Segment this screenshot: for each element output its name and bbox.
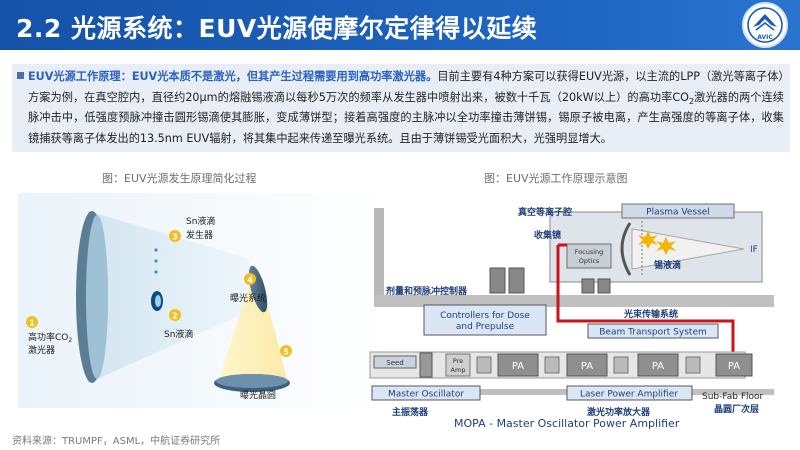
tin-pancake-highlight bbox=[155, 295, 161, 307]
tin-droplet bbox=[154, 259, 158, 263]
equipment-cabinet bbox=[489, 267, 506, 294]
subfab-cn-label: 晶圆厂次层 bbox=[714, 403, 759, 415]
seed-box bbox=[373, 355, 417, 369]
equipment-cabinet bbox=[508, 267, 525, 294]
step-number: 5 bbox=[283, 348, 289, 357]
step-number: 1 bbox=[29, 319, 35, 328]
oscillator-module bbox=[419, 352, 433, 378]
pre-amp-box bbox=[445, 353, 471, 377]
right-figure-caption: 图：EUV光源工作原理示意图 bbox=[484, 172, 628, 185]
fab-floor-slab bbox=[374, 295, 774, 307]
master-oscillator-cn-label: 主振荡器 bbox=[392, 406, 429, 418]
seed-label: Seed bbox=[386, 359, 404, 367]
sn-droplet-label: Sn液滴 bbox=[164, 328, 193, 340]
principle-body-2: 激光器的两个连续脉冲击中，低强度预脉冲撞击圆形锡滴使其膨胀，变成薄饼型；接着高强… bbox=[28, 90, 784, 145]
equipment-cabinet bbox=[581, 278, 595, 294]
focusing-optics bbox=[566, 243, 612, 269]
generator-label-2: 发生器 bbox=[186, 229, 213, 241]
pre-amp-label-2: Amp bbox=[451, 366, 466, 374]
module-connector bbox=[613, 356, 629, 374]
master-oscillator-label: Master Oscillator bbox=[388, 390, 464, 400]
step-number: 3 bbox=[172, 233, 178, 242]
plasma-vessel-label: Plasma Vessel bbox=[646, 208, 710, 218]
laser-power-amp-cn-label: 激光功率放大器 bbox=[587, 406, 651, 418]
left-figure-caption: 图：EUV光源发生原理简化过程 bbox=[102, 172, 257, 185]
if-label: IF bbox=[750, 245, 758, 255]
co2-subscript: 2 bbox=[688, 96, 695, 106]
svg-text:PA: PA bbox=[512, 361, 524, 372]
tin-droplet-label: 锡液滴 bbox=[654, 259, 681, 271]
tin-droplet bbox=[154, 248, 158, 252]
euv-source-schematic: Plasma Vessel 真空等离子腔 收集镜 IF 锡液滴 Focusing… bbox=[362, 193, 787, 433]
step-badge bbox=[169, 309, 181, 321]
svg-text:PA: PA bbox=[581, 361, 593, 372]
focusing-optics-label-2: Optics bbox=[579, 257, 600, 265]
collector-mirror-inner bbox=[86, 215, 108, 379]
avic-logo: AVIC bbox=[742, 2, 788, 48]
generator-label: Sn液滴 bbox=[186, 215, 215, 227]
pre-amp-label: Pre bbox=[453, 357, 463, 365]
source-note: 资料来源：TRUMPF，ASML，中航证券研究所 bbox=[12, 436, 221, 447]
plasma-vessel-label-box bbox=[621, 203, 735, 219]
euv-cone bbox=[631, 228, 745, 270]
power-amplifier-3: PA bbox=[637, 353, 679, 377]
dose-control-label: 剂量和预脉冲控制器 bbox=[385, 285, 468, 297]
step-badge bbox=[26, 316, 38, 328]
plasma-burst bbox=[638, 231, 676, 255]
laser-label: 高功率CO2 bbox=[28, 331, 72, 344]
principle-highlight: EUV光源工作原理：EUV光本质不是激光，但其产生过程需要用到高功率激光器。 bbox=[28, 70, 438, 83]
wafer-label: 曝光晶圆 bbox=[240, 389, 276, 401]
collected-light-cone bbox=[88, 211, 250, 383]
step-badge bbox=[280, 345, 292, 357]
controllers-label-2: and Prepulse bbox=[456, 322, 515, 332]
laser-power-amp-box bbox=[566, 385, 693, 401]
beam-transport-cn-label: 光束传输系统 bbox=[623, 308, 678, 320]
exposure-wafer-top bbox=[216, 374, 288, 388]
bullet-marker bbox=[17, 72, 24, 79]
controllers-box bbox=[423, 304, 547, 336]
svg-text:PA: PA bbox=[728, 361, 740, 372]
principle-paragraph-box: EUV光源工作原理：EUV光本质不是激光，但其产生过程需要用到高功率激光器。目前… bbox=[12, 64, 790, 152]
module-connector bbox=[476, 356, 492, 374]
title-bar: 2.2 光源系统：EUV光源使摩尔定律得以延续 AVIC bbox=[0, 0, 800, 50]
step-badge bbox=[169, 230, 181, 242]
laser-beam-path bbox=[556, 245, 735, 353]
equipment-cabinet bbox=[597, 278, 611, 294]
logo-text: AVIC bbox=[757, 34, 773, 41]
fab-wall bbox=[374, 208, 384, 303]
beam-transport-label: Beam Transport System bbox=[599, 328, 707, 338]
avic-logo-icon: AVIC bbox=[747, 7, 783, 43]
laser-power-amp-label: Laser Power Amplifier bbox=[580, 390, 678, 400]
step-badge bbox=[244, 273, 256, 285]
svg-text:PA: PA bbox=[652, 361, 664, 372]
tin-droplet bbox=[154, 270, 158, 274]
controllers-label: Controllers for Dose bbox=[440, 311, 530, 321]
subfab-label: Sub-Fab Floor bbox=[702, 392, 764, 402]
module-connector bbox=[544, 356, 560, 374]
focusing-optics-label: Focusing bbox=[575, 248, 604, 256]
power-amplifier-2: PA bbox=[566, 353, 608, 377]
principle-paragraph: EUV光源工作原理：EUV光本质不是激光，但其产生过程需要用到高功率激光器。目前… bbox=[28, 67, 784, 149]
beam-transport-box bbox=[587, 323, 719, 339]
euv-generation-diagram: 1 2 3 4 5 高功率CO2 激光器 Sn液滴 Sn液滴 发生器 曝光系统 … bbox=[18, 193, 390, 408]
collector-mirror bbox=[620, 222, 632, 276]
principle-body-1: 目前主要有4种方案可以获得EUV光源，以主流的LPP（激光等离子体）方案为例，在… bbox=[28, 70, 784, 104]
mopa-caption: MOPA - Master Oscillator Power Amplifier bbox=[454, 417, 680, 430]
master-oscillator-box bbox=[371, 385, 481, 401]
vacuum-plasma-label: 真空等离子腔 bbox=[518, 206, 572, 218]
module-connector bbox=[685, 356, 701, 374]
exposure-system-label: 曝光系统 bbox=[230, 292, 266, 304]
step-number: 4 bbox=[247, 276, 253, 285]
page-title: 2.2 光源系统：EUV光源使摩尔定律得以延续 bbox=[16, 14, 538, 43]
step-number: 2 bbox=[172, 312, 178, 321]
collector-label: 收集镜 bbox=[534, 229, 561, 241]
laser-label-2: 激光器 bbox=[28, 344, 55, 356]
power-amplifier-1: PA bbox=[497, 353, 539, 377]
power-amplifier-4: PA bbox=[715, 353, 753, 377]
exposure-light-beam bbox=[218, 283, 288, 383]
